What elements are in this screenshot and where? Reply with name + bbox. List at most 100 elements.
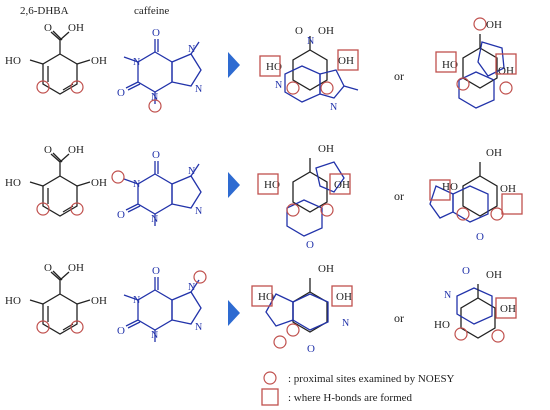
label-n: N: [188, 44, 195, 55]
label-ho: HO: [266, 61, 282, 73]
hbond-marker: [429, 179, 451, 201]
or-label: or: [394, 311, 404, 325]
or-label: or: [394, 189, 404, 203]
or-label: or: [394, 69, 404, 83]
hbond-marker: [495, 53, 517, 75]
noesy-marker: [456, 207, 470, 221]
label-ho: HO: [258, 291, 274, 303]
noesy-marker: [456, 77, 470, 91]
label-n: N: [151, 92, 158, 103]
label-n: N: [195, 322, 202, 333]
noesy-marker: [454, 327, 468, 341]
noesy-marker: [70, 80, 84, 94]
noesy-marker: [286, 81, 300, 95]
legend-square-icon: [261, 388, 279, 406]
noesy-marker: [499, 81, 513, 95]
dhba-molecule-row2: O OH HO OH: [5, 144, 107, 217]
noesy-marker: [36, 202, 50, 216]
label-ho: HO: [442, 59, 458, 71]
label-oh: OH: [334, 179, 350, 191]
label-oh: OH: [338, 55, 354, 67]
noesy-marker: [70, 320, 84, 334]
label-n: N: [151, 330, 158, 341]
hbond-marker: [257, 173, 279, 195]
noesy-marker: [491, 329, 505, 343]
noesy-marker: [273, 335, 287, 349]
label-ho: HO: [5, 295, 21, 307]
reaction-arrow: [228, 52, 240, 78]
dhba-molecule-row1: O OH HO OH: [5, 22, 107, 95]
label-o: O: [152, 27, 160, 39]
legend-circle-icon: [263, 371, 277, 385]
complex-row1-a: O OH HO OH N N N: [259, 25, 359, 113]
label-n: N: [133, 295, 140, 306]
label-cooh-oh: OH: [318, 143, 334, 155]
label-cooh-oh: OH: [68, 22, 84, 34]
label-n: N: [307, 36, 314, 47]
label-o: O: [306, 239, 314, 251]
label-o: O: [307, 343, 315, 355]
complex-row2-a: OH HO OH O: [257, 143, 351, 251]
label-oh: OH: [500, 183, 516, 195]
label-n: N: [133, 179, 140, 190]
label-o: O: [44, 144, 52, 156]
label-ho: HO: [264, 179, 280, 191]
noesy-marker: [320, 203, 334, 217]
row-2: O OH HO OH O O N N N N: [5, 143, 523, 251]
label-n: N: [195, 84, 202, 95]
hbond-marker: [337, 49, 359, 71]
legend-circle-text: : proximal sites examined by NOESY: [288, 373, 455, 385]
header-caffeine: caffeine: [134, 5, 169, 17]
label-o: O: [44, 22, 52, 34]
label-cooh-oh: OH: [318, 263, 334, 275]
hbond-marker: [435, 51, 457, 73]
hbond-marker: [251, 285, 273, 307]
label-n: N: [444, 290, 451, 301]
label-o: O: [295, 25, 303, 37]
label-o: O: [476, 231, 484, 243]
noesy-marker: [70, 202, 84, 216]
complex-row3-a: OH HO OH N O: [251, 263, 353, 355]
label-n: N: [195, 206, 202, 217]
caffeine-molecule-row2: O O N N N N: [111, 149, 202, 226]
label-oh: OH: [500, 303, 516, 315]
label-oh: OH: [91, 177, 107, 189]
label-ho: HO: [434, 319, 450, 331]
complex-row2-b: OH HO OH O: [429, 147, 523, 243]
hbond-marker: [501, 193, 523, 215]
noesy-marker: [111, 170, 125, 184]
label-cooh-oh: OH: [486, 19, 502, 31]
label-oh: OH: [498, 65, 514, 77]
dhba-molecule-row3: O OH HO OH: [5, 262, 107, 335]
label-cooh-oh: OH: [318, 25, 334, 37]
label-n: N: [151, 214, 158, 225]
noesy-marker: [36, 80, 50, 94]
label-ho: HO: [5, 55, 21, 67]
label-o: O: [117, 209, 125, 221]
label-n: N: [275, 80, 282, 91]
label-o: O: [152, 149, 160, 161]
label-oh: OH: [336, 291, 352, 303]
label-n: N: [188, 166, 195, 177]
noesy-marker: [490, 207, 504, 221]
hbond-marker: [329, 173, 351, 195]
label-cooh-oh: OH: [486, 269, 502, 281]
label-cooh-oh: OH: [68, 262, 84, 274]
label-o: O: [462, 265, 470, 277]
complex-row1-b: OH HO OH: [435, 17, 517, 109]
noesy-marker: [36, 320, 50, 334]
label-n: N: [342, 318, 349, 329]
label-o: O: [117, 87, 125, 99]
label-o: O: [152, 265, 160, 277]
label-ho: HO: [5, 177, 21, 189]
caffeine-molecule-row3: O O N N N N: [117, 265, 207, 342]
legend-square-text: : where H-bonds are formed: [288, 392, 413, 404]
noesy-marker: [473, 17, 487, 31]
label-oh: OH: [91, 55, 107, 67]
label-n: N: [133, 57, 140, 68]
label-oh: OH: [91, 295, 107, 307]
label-n: N: [188, 282, 195, 293]
hbond-marker: [495, 297, 517, 319]
legend: : proximal sites examined by NOESY : whe…: [261, 371, 455, 406]
